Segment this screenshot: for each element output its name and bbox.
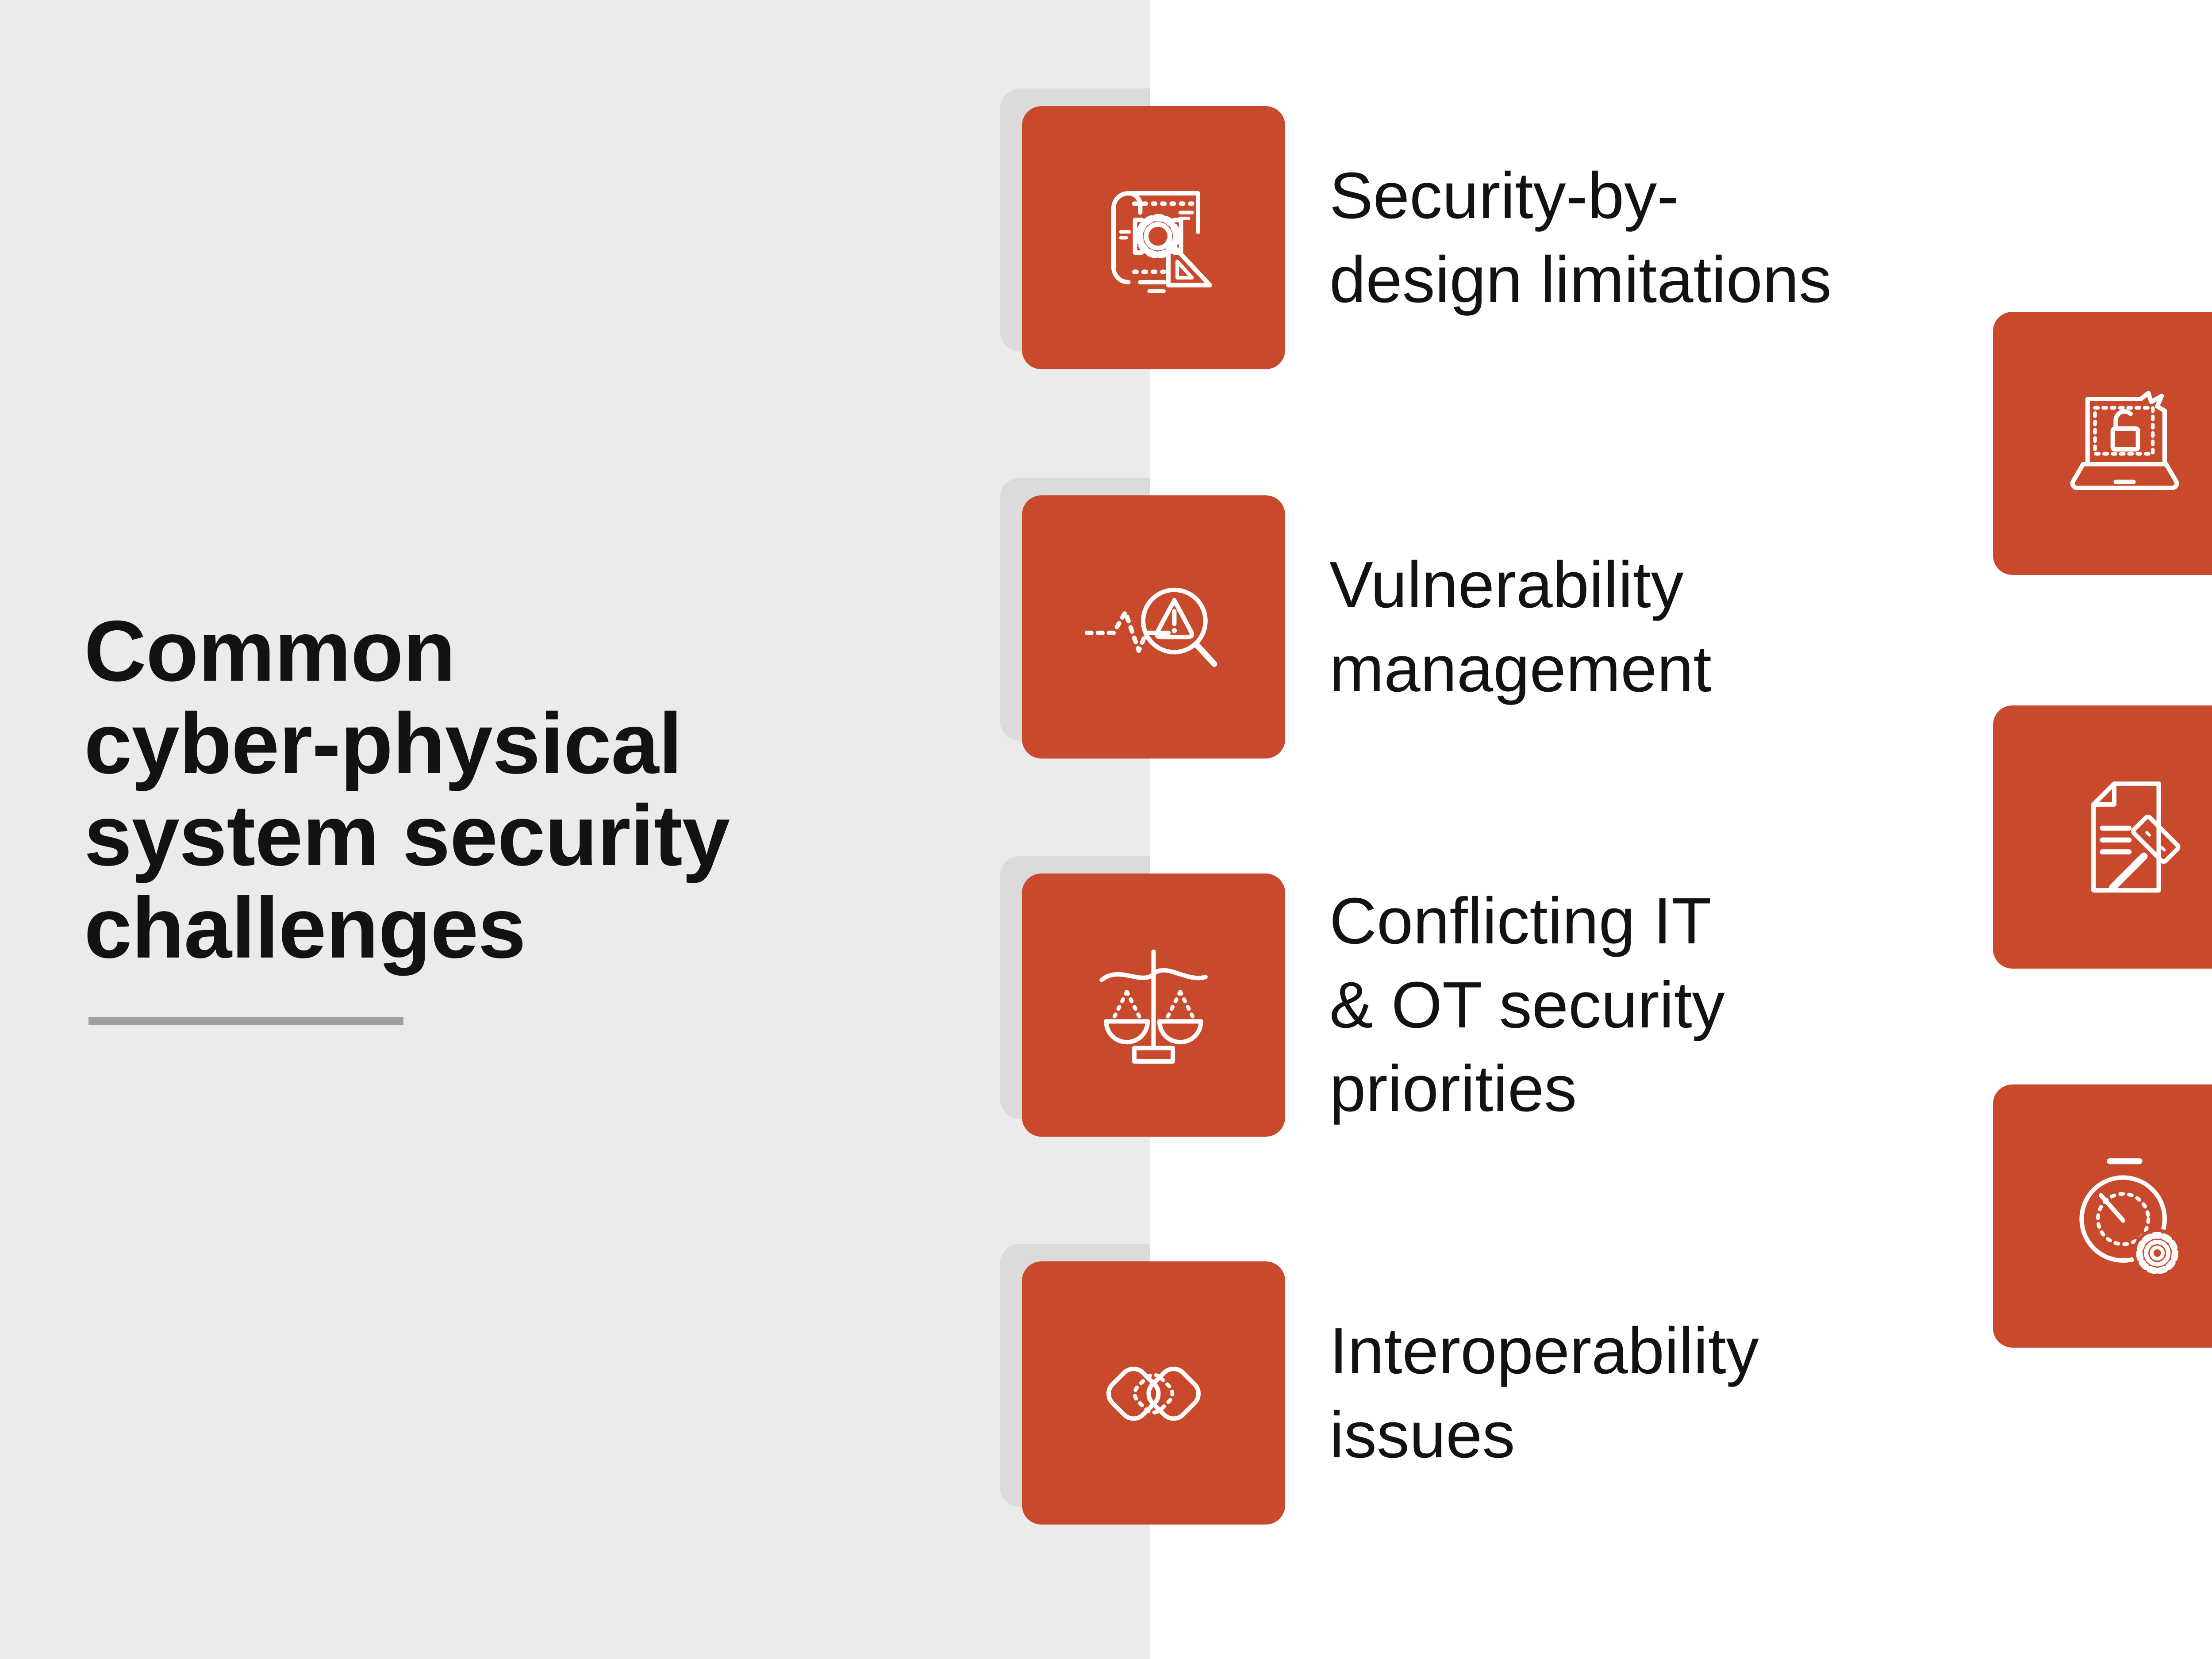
interoperability-icon <box>1106 1366 1201 1421</box>
it-ot-scales-icon <box>1099 949 1208 1064</box>
title-underline <box>88 1017 403 1025</box>
challenge-text: Interoperability issues <box>1329 1314 1759 1471</box>
challenge-text: Security-by- design limitations <box>1329 159 1832 316</box>
compliance-gavel-icon <box>2091 781 2181 893</box>
challenge-text: Conflicting IT & OT security priorities <box>1329 885 1725 1126</box>
outdated-laptop-icon <box>2070 391 2179 490</box>
challenge-label: Security-by- design limitations <box>1329 106 2081 369</box>
vulnerability-scan-icon <box>1084 587 1217 667</box>
challenge-label: Vulnerability management <box>1329 495 2081 759</box>
challenge-text: Vulnerability management <box>1329 548 1712 705</box>
challenge-tile-compliance <box>1993 705 2212 969</box>
challenge-tile-outdated-tools <box>1993 312 2212 575</box>
challenge-label: Conflicting IT & OT security priorities <box>1329 874 2081 1137</box>
challenge-tile-vulnerability <box>1022 495 1285 759</box>
blueprint-gear-icon <box>1111 191 1212 293</box>
challenge-tile-interoperability <box>1022 1261 1285 1525</box>
page-title: Common cyber-physical system security ch… <box>84 603 730 976</box>
challenge-tile-security-by-design <box>1022 106 1285 369</box>
realtime-stopwatch-icon <box>2079 1158 2182 1278</box>
challenge-tile-it-ot <box>1022 874 1285 1137</box>
challenge-tile-realtime <box>1993 1084 2212 1348</box>
challenge-label: Interoperability issues <box>1329 1261 2081 1525</box>
